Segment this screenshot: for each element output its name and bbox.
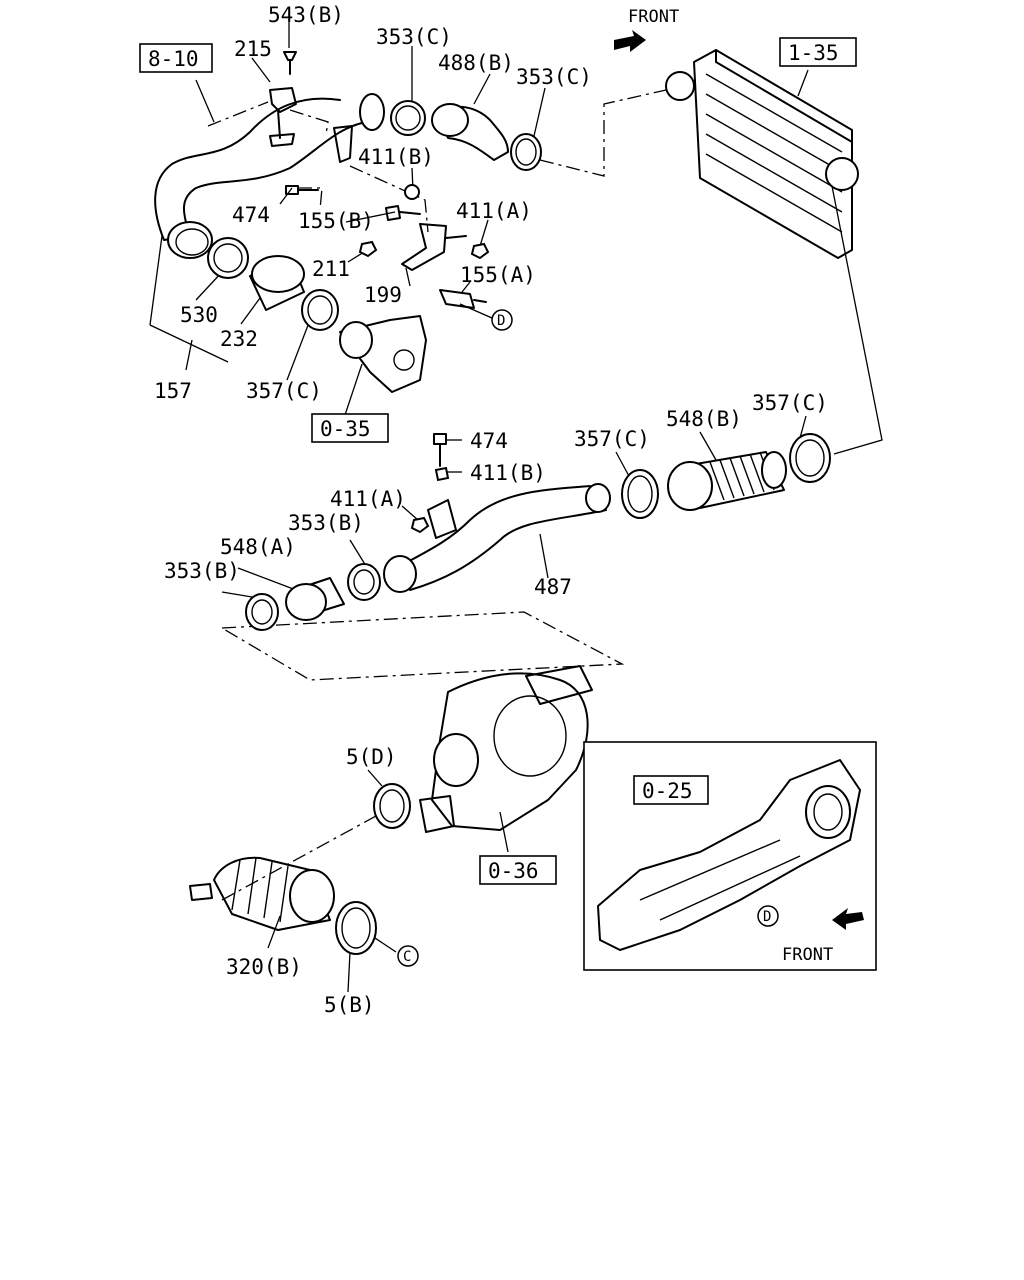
nut-411a-b	[410, 516, 430, 534]
label-488b: 488(B)	[438, 51, 514, 75]
ref-8-10: 8-10	[139, 43, 213, 73]
ref-8-10-label: 8-10	[148, 47, 199, 71]
intercooler-1-35	[665, 49, 859, 259]
marker-c-label: C	[403, 949, 411, 965]
label-5d: 5(D)	[346, 745, 397, 769]
label-357c-c: 357(C)	[752, 391, 828, 415]
label-353c-b: 353(C)	[516, 65, 592, 89]
marker-d-inset: D	[757, 905, 779, 927]
clamp-353b-b	[245, 593, 279, 631]
clamp-5d	[373, 783, 411, 829]
ref-0-25-label: 0-25	[642, 779, 693, 803]
front-arrow-icon	[614, 30, 646, 52]
label-232: 232	[220, 327, 258, 351]
clamp-353c-a	[390, 100, 426, 136]
clamp-530	[207, 237, 249, 279]
label-199: 199	[364, 283, 402, 307]
bellows-320b	[189, 856, 335, 931]
bolt-474-b	[433, 433, 447, 467]
label-548b: 548(B)	[666, 407, 742, 431]
label-411b-b: 411(B)	[470, 461, 546, 485]
clamp-357c-b	[621, 469, 659, 519]
bracket-215	[269, 87, 297, 147]
label-548a: 548(A)	[220, 535, 296, 559]
label-155a: 155(A)	[460, 263, 536, 287]
label-155b: 155(B)	[298, 209, 374, 233]
label-411b-a: 411(B)	[358, 145, 434, 169]
nut-411a	[470, 242, 490, 260]
elbow-488b	[431, 103, 509, 161]
front-label-top: FRONT	[628, 7, 679, 27]
clamp-353b-a	[347, 563, 381, 601]
clamp-353c-b	[510, 133, 542, 171]
turbocharger-0-36	[419, 665, 593, 833]
clamp-357c-c	[789, 433, 831, 483]
label-474-b: 474	[470, 429, 508, 453]
label-353c-a: 353(C)	[376, 25, 452, 49]
throttle-body-0-35	[339, 315, 427, 393]
label-474-a: 474	[232, 203, 270, 227]
front-arrow-icon-inset	[832, 908, 864, 930]
label-411a-b: 411(A)	[330, 487, 406, 511]
bolt-155b	[385, 205, 421, 221]
inset-panel	[583, 741, 877, 971]
clamp-5b	[335, 901, 377, 955]
label-530: 530	[180, 303, 218, 327]
bracket-199	[401, 223, 467, 271]
bolt-474-a	[285, 185, 319, 195]
nut-211	[358, 240, 378, 258]
marker-d: D	[491, 309, 513, 331]
marker-d-inset-label: D	[763, 909, 771, 925]
label-543b: 543(B)	[268, 3, 344, 27]
dash-lines	[207, 89, 667, 901]
bolt-543b	[283, 51, 297, 75]
front-label-inset: FRONT	[782, 945, 833, 965]
label-353b-a: 353(B)	[288, 511, 364, 535]
pipe-487	[383, 483, 611, 593]
hose-232	[249, 255, 305, 311]
label-215: 215	[234, 37, 272, 61]
marker-d-label: D	[497, 313, 505, 329]
clamp-357c-a	[301, 289, 339, 331]
part-labels: 543(B) 215 353(C) 488(B) 353(C) 411(B) 4…	[154, 3, 828, 1017]
label-357c-b: 357(C)	[574, 427, 650, 451]
bellows-548b	[667, 451, 787, 511]
ref-1-35-label: 1-35	[788, 41, 839, 65]
bracket-411b	[333, 125, 420, 200]
marker-c: C	[397, 945, 419, 967]
label-5b: 5(B)	[324, 993, 375, 1017]
ref-0-35-label: 0-35	[320, 417, 371, 441]
hose-157	[154, 93, 385, 259]
label-411a-a: 411(A)	[456, 199, 532, 223]
label-487: 487	[534, 575, 572, 599]
label-211: 211	[312, 257, 350, 281]
label-357c-a: 357(C)	[246, 379, 322, 403]
ref-0-25: 0-25	[633, 775, 709, 805]
hose-548a	[285, 577, 345, 621]
label-320b: 320(B)	[226, 955, 302, 979]
ref-0-36: 0-36	[479, 855, 557, 885]
washer-411b	[434, 466, 450, 482]
sensor-155a	[439, 289, 487, 309]
label-157: 157	[154, 379, 192, 403]
label-353b-b: 353(B)	[164, 559, 240, 583]
ref-0-36-label: 0-36	[488, 859, 539, 883]
ref-0-35: 0-35	[311, 413, 389, 443]
ref-1-35: 1-35	[779, 37, 857, 67]
